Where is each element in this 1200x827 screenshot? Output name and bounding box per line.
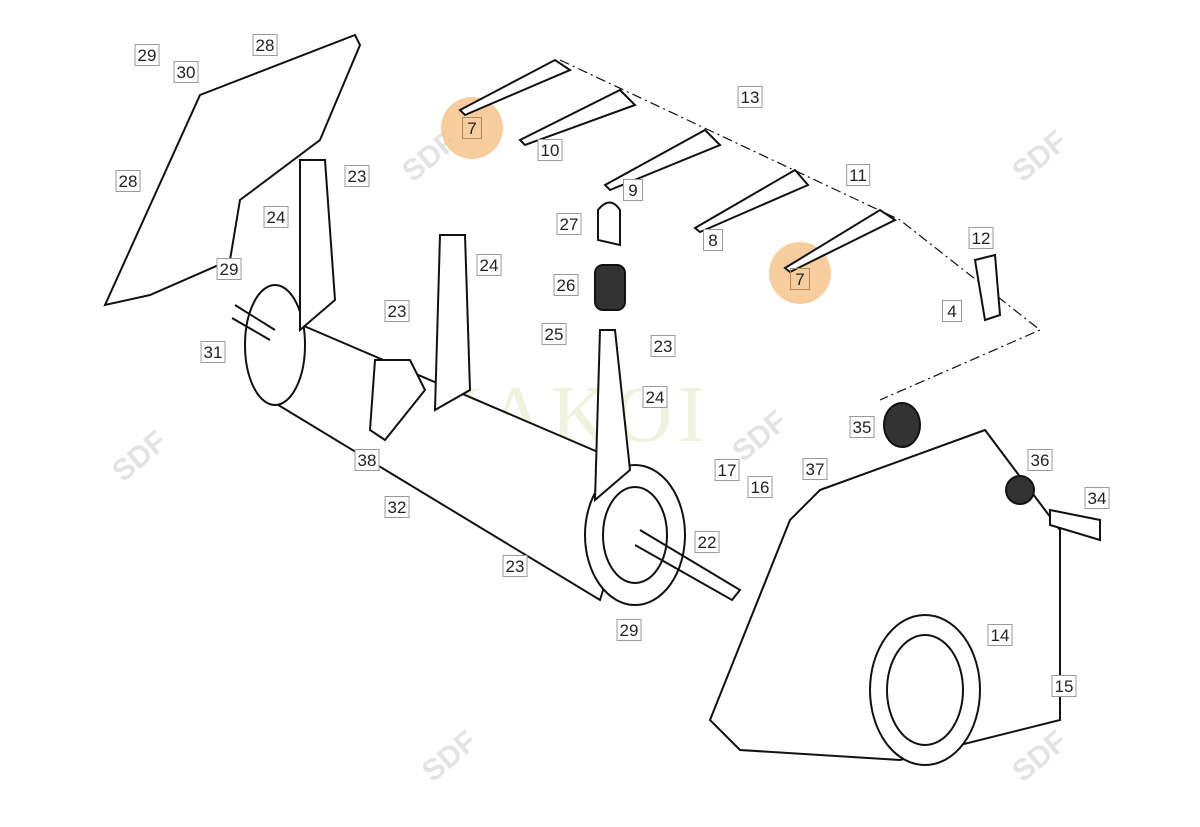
left-shaft — [231, 304, 276, 341]
part-label: 29 — [216, 258, 242, 280]
left-flange — [244, 284, 306, 406]
part-label: 24 — [476, 254, 502, 276]
part-label: 37 — [802, 458, 828, 480]
part-label: 12 — [968, 227, 994, 249]
shield-cover — [103, 33, 362, 307]
right-shaft — [634, 529, 742, 602]
clamp-27 — [597, 201, 621, 247]
support-24 — [593, 329, 632, 503]
part-label: 24 — [263, 206, 289, 228]
tine — [693, 168, 810, 234]
tine — [518, 88, 637, 147]
part-label: 8 — [703, 229, 723, 251]
part-label: 14 — [987, 624, 1013, 646]
part-label: 30 — [173, 61, 199, 83]
part-label: 16 — [747, 476, 773, 498]
tine — [458, 58, 573, 117]
support-24 — [433, 234, 472, 412]
part-label: 22 — [694, 531, 720, 553]
part-label: 36 — [1027, 449, 1053, 471]
coupling-36 — [1005, 475, 1035, 505]
part-label: 11 — [846, 164, 870, 186]
part-label: 28 — [115, 170, 141, 192]
right-flange — [584, 464, 686, 606]
part-label: 23 — [502, 555, 528, 577]
part-label: 10 — [537, 139, 563, 161]
part-label: 24 — [642, 386, 668, 408]
part-label: 25 — [541, 323, 567, 345]
tine — [603, 128, 722, 192]
part-label: 15 — [1051, 675, 1077, 697]
part-label: 13 — [737, 86, 763, 108]
part-label-highlighted: 7 — [790, 268, 810, 290]
part-label: 26 — [553, 274, 579, 296]
part-label: 23 — [650, 335, 676, 357]
part-label: 34 — [1084, 487, 1110, 509]
part-label: 38 — [354, 449, 380, 471]
part-label: 29 — [134, 44, 160, 66]
part-label: 35 — [849, 416, 875, 438]
arm-12 — [973, 253, 1002, 322]
seal-35 — [883, 402, 921, 448]
support-24 — [299, 159, 337, 333]
part-label: 23 — [384, 300, 410, 322]
shaft-34 — [1049, 508, 1101, 542]
flange-ring-38 — [368, 359, 427, 442]
part-label: 23 — [344, 165, 370, 187]
bracket-26 — [594, 264, 626, 311]
part-label: 28 — [252, 34, 278, 56]
tine — [783, 208, 897, 274]
part-label: 9 — [623, 179, 643, 201]
part-label: 17 — [714, 459, 740, 481]
dash-line — [559, 59, 1042, 401]
part-label: 32 — [384, 496, 410, 518]
part-label: 31 — [200, 341, 226, 363]
part-label: 29 — [616, 619, 642, 641]
part-label: 4 — [942, 300, 962, 322]
part-label: 27 — [556, 213, 582, 235]
part-label-highlighted: 7 — [462, 117, 482, 139]
